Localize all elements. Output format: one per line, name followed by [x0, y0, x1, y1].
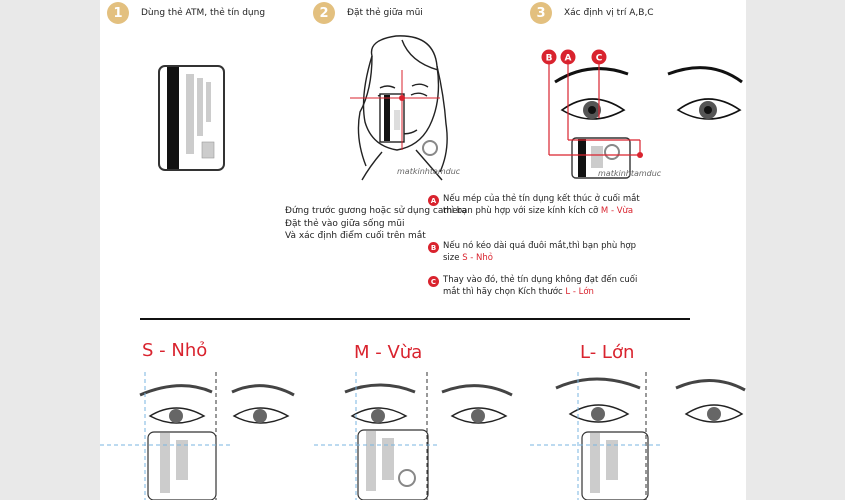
- instruction-line-2: Đặt thẻ vào giữa sống mũi: [285, 218, 405, 229]
- section-divider: [140, 318, 690, 320]
- instruction-line-1: Đứng trước gương hoặc sử dụng camera: [285, 206, 467, 216]
- marker-b: B: [541, 49, 557, 65]
- note-a-body: Nếu mép của thẻ tín dụng kết thúc ở cuối…: [443, 194, 640, 216]
- note-b-badge: B: [428, 242, 439, 253]
- step-1-number: 1: [107, 2, 129, 24]
- note-b-text: Nếu nó kéo dài quá đuôi mắt,thì bạn phù …: [443, 241, 643, 264]
- step-1: 1 Dùng thẻ ATM, thẻ tín dụng: [107, 2, 265, 24]
- marker-a-label: A: [565, 54, 572, 64]
- step-2: 2 Đặt thẻ giữa mũi: [313, 2, 423, 24]
- size-s-illustration: [100, 372, 295, 500]
- step-2-label: Đặt thẻ giữa mũi: [347, 8, 423, 18]
- step-3-watermark: matkinhtamduc: [598, 169, 662, 178]
- step-3: 3 Xác định vị trí A,B,C: [530, 2, 654, 24]
- credit-card-icon: [158, 65, 225, 171]
- eyes-abc-illustration: [548, 64, 743, 179]
- marker-a: A: [560, 49, 576, 65]
- note-c: C Thay vào đó, thẻ tín dụng không đạt đế…: [428, 275, 643, 298]
- size-m-illustration: [314, 372, 513, 500]
- step-2-instructions: Đứng trước gương hoặc sử dụng camera Đặt…: [285, 205, 467, 243]
- note-a: A Nếu mép của thẻ tín dụng kết thúc ở cu…: [428, 194, 643, 217]
- note-c-text: Thay vào đó, thẻ tín dụng không đạt đến …: [443, 275, 643, 298]
- note-c-size: L - Lớn: [565, 286, 594, 297]
- step-2-watermark: matkinhtamduc: [397, 167, 461, 176]
- step-1-label: Dùng thẻ ATM, thẻ tín dụng: [141, 8, 266, 18]
- marker-b-label: B: [546, 54, 553, 64]
- step-3-number: 3: [530, 2, 552, 24]
- marker-c-label: C: [596, 54, 603, 64]
- face-with-card-illustration: [350, 35, 448, 181]
- note-b: B Nếu nó kéo dài quá đuôi mắt,thì bạn ph…: [428, 241, 643, 264]
- marker-c: C: [591, 49, 607, 65]
- size-l-illustration: [530, 372, 746, 500]
- step-2-number: 2: [313, 2, 335, 24]
- note-a-badge: A: [428, 195, 439, 206]
- instruction-line-3: Và xác định điểm cuối trên mắt: [285, 231, 426, 241]
- note-b-size: S - Nhỏ: [462, 252, 493, 263]
- size-l-title: L- Lớn: [580, 342, 635, 363]
- note-a-text: Nếu mép của thẻ tín dụng kết thúc ở cuối…: [443, 194, 643, 217]
- size-m-title: M - Vừa: [354, 342, 423, 363]
- note-c-body: Thay vào đó, thẻ tín dụng không đạt đến …: [443, 275, 638, 297]
- note-b-body: Nếu nó kéo dài quá đuôi mắt,thì bạn phù …: [443, 241, 636, 263]
- size-s-title: S - Nhỏ: [142, 340, 208, 361]
- note-a-size: M - Vừa: [600, 205, 634, 216]
- step-3-label: Xác định vị trí A,B,C: [564, 8, 654, 18]
- note-c-badge: C: [428, 276, 439, 287]
